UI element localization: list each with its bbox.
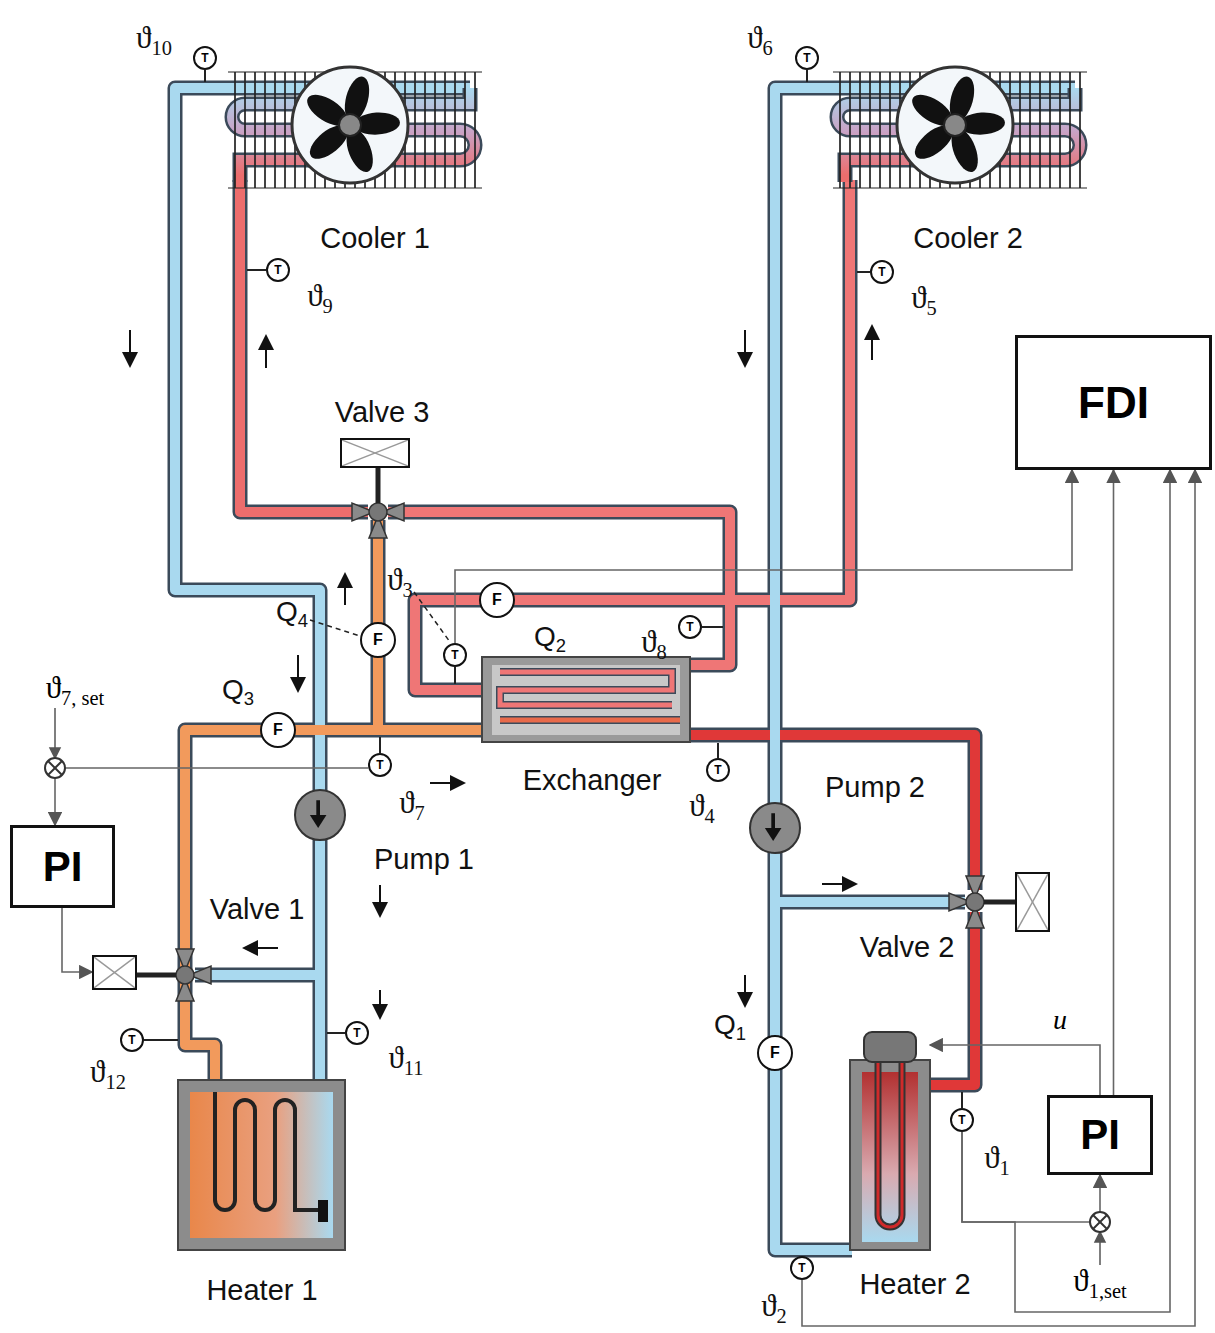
part-label: ϑ11 bbox=[388, 1040, 423, 1080]
node-text: T bbox=[122, 1030, 142, 1050]
fdi-box: FDI bbox=[1015, 335, 1212, 470]
temp-sensor: Tϑ5 bbox=[870, 260, 894, 284]
part-label: Q1 bbox=[714, 1009, 746, 1045]
part-label: Heater 1 bbox=[206, 1274, 317, 1307]
node-text: PI bbox=[1050, 1098, 1150, 1172]
node-text: T bbox=[347, 1023, 367, 1043]
part-label: Valve 1 bbox=[210, 893, 305, 926]
heater: Heater 1 bbox=[178, 1080, 345, 1250]
flow-sensor: FQ2 bbox=[479, 582, 515, 618]
temp-sensor: Tϑ6 bbox=[795, 46, 819, 70]
signal-line bbox=[1113, 470, 1115, 1095]
pi-controller: PI bbox=[10, 825, 115, 908]
node-text: F bbox=[481, 584, 513, 616]
part-label: ϑ7 bbox=[399, 785, 425, 825]
temp-sensor: Tϑ9 bbox=[266, 258, 290, 282]
actuator-cross bbox=[342, 440, 408, 466]
signal-line bbox=[62, 908, 92, 972]
cooler: Cooler 2 bbox=[833, 78, 1085, 182]
part-label: Pump 2 bbox=[825, 771, 925, 804]
part-label: ϑ2 bbox=[761, 1288, 787, 1328]
node-text: T bbox=[195, 48, 215, 68]
valve-actuator: Valve 3 bbox=[340, 438, 410, 468]
temp-sensor: Tϑ8 bbox=[678, 615, 702, 639]
node-text: F bbox=[759, 1037, 791, 1069]
part-label: Q3 bbox=[222, 674, 254, 710]
pi-controller: PI bbox=[1047, 1095, 1153, 1175]
part-label: ϑ5 bbox=[911, 280, 937, 320]
valve-actuator: Valve 2 bbox=[1015, 872, 1050, 932]
part-label: Pump 1 bbox=[374, 843, 474, 876]
temp-sensor: Tϑ12 bbox=[120, 1028, 144, 1052]
node-text: F bbox=[262, 714, 294, 746]
actuator-cross bbox=[94, 957, 135, 988]
signal-line bbox=[802, 470, 1195, 1326]
part-label: ϑ9 bbox=[307, 278, 333, 318]
node-text: T bbox=[445, 645, 465, 665]
cooler: Cooler 1 bbox=[228, 78, 480, 182]
part-label: ϑ4 bbox=[689, 788, 715, 828]
part-label: Valve 3 bbox=[335, 396, 430, 429]
setpoint-label: ϑ1,set bbox=[1073, 1263, 1126, 1303]
part-label: ϑ12 bbox=[90, 1054, 126, 1094]
signal-line bbox=[962, 470, 1170, 1312]
temp-sensor: Tϑ7 bbox=[368, 753, 392, 777]
temp-sensor: Tϑ2 bbox=[790, 1256, 814, 1280]
part-label: ϑ1 bbox=[984, 1140, 1010, 1180]
temp-sensor: Tϑ1 bbox=[950, 1108, 974, 1132]
part-label: ϑ10 bbox=[136, 20, 172, 60]
signal-line bbox=[455, 470, 1072, 643]
node-text: T bbox=[680, 617, 700, 637]
node-text: T bbox=[952, 1110, 972, 1130]
node-text: T bbox=[872, 262, 892, 282]
temp-sensor: Tϑ4 bbox=[706, 758, 730, 782]
node-text: T bbox=[268, 260, 288, 280]
actuator-cross bbox=[1017, 874, 1048, 930]
setpoint-label: ϑ7, set bbox=[46, 670, 105, 710]
temp-sensor: Tϑ10 bbox=[193, 46, 217, 70]
part-label: Valve 2 bbox=[860, 931, 955, 964]
node-text: T bbox=[370, 755, 390, 775]
part-label: Q2 bbox=[534, 621, 566, 657]
temp-sensor: Tϑ3 bbox=[443, 643, 467, 667]
part-label: Cooler 1 bbox=[320, 222, 430, 255]
node-text: F bbox=[362, 624, 394, 656]
node-text: PI bbox=[13, 828, 112, 905]
node-text: T bbox=[797, 48, 817, 68]
heat-exchanger: Exchanger bbox=[482, 657, 690, 742]
part-label: Q4 bbox=[276, 596, 308, 632]
pump-arrow bbox=[296, 791, 344, 839]
part-label: ϑ3 bbox=[387, 562, 413, 602]
part-label: Cooler 2 bbox=[913, 222, 1023, 255]
signal-label: u bbox=[1050, 1004, 1070, 1036]
part-label: ϑ6 bbox=[747, 20, 773, 60]
flow-sensor: FQ4 bbox=[360, 622, 396, 658]
valve-actuator: Valve 1 bbox=[92, 955, 137, 990]
node-text: T bbox=[792, 1258, 812, 1278]
temp-sensor: Tϑ11 bbox=[345, 1021, 369, 1045]
pump: Pump 2 bbox=[749, 802, 801, 854]
pump-arrow bbox=[751, 804, 799, 852]
part-label: Heater 2 bbox=[859, 1268, 970, 1301]
part-label: ϑ8 bbox=[641, 624, 667, 664]
heater: Heater 2 bbox=[850, 1030, 930, 1250]
signal-line bbox=[930, 1045, 1100, 1095]
flow-sensor: FQ3 bbox=[260, 712, 296, 748]
pump: Pump 1 bbox=[294, 789, 346, 841]
node-text: T bbox=[708, 760, 728, 780]
part-label: Exchanger bbox=[523, 764, 662, 797]
flow-sensor: FQ1 bbox=[757, 1035, 793, 1071]
node-text: FDI bbox=[1018, 338, 1209, 467]
